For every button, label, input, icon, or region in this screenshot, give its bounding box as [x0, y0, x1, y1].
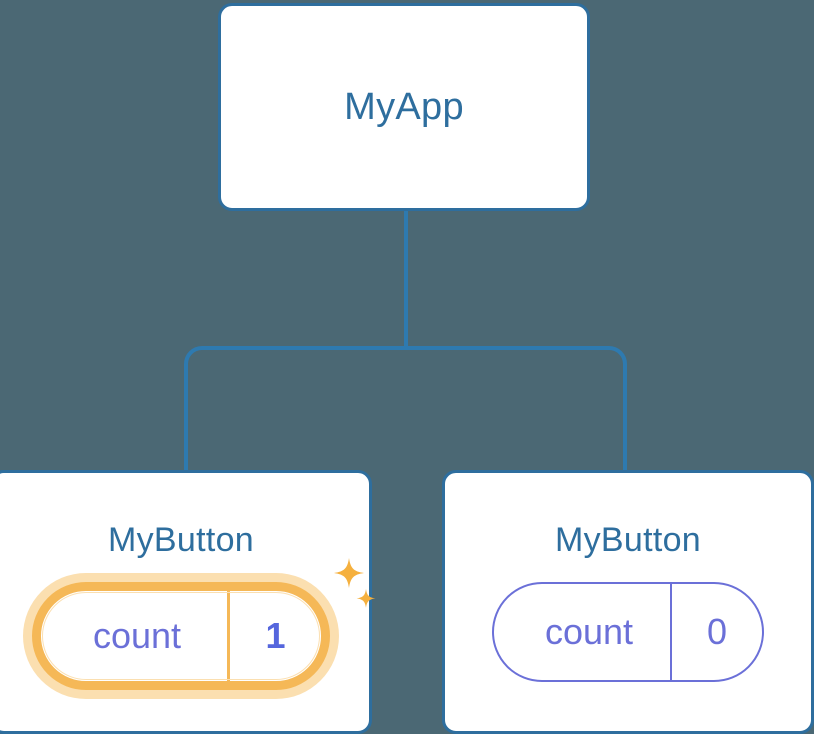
sparkle-group — [334, 558, 376, 608]
state-pill-left-value: 1 — [227, 591, 321, 681]
node-myapp-title: MyApp — [344, 85, 464, 128]
state-pill-left-body[interactable]: count 1 — [32, 582, 330, 690]
state-pill-right-key: count — [544, 611, 634, 652]
connector-branch-right — [406, 346, 627, 472]
connector-branch-left — [184, 346, 406, 472]
state-pill-left[interactable]: count 1 — [32, 558, 376, 690]
node-mybutton-right[interactable]: MyButton count 0 — [442, 470, 814, 734]
node-mybutton-left-title: MyButton — [107, 521, 255, 559]
sparkle-icon — [334, 558, 364, 588]
node-mybutton-left[interactable]: MyButton count 1 — [0, 470, 376, 734]
state-pill-right-body[interactable]: count 0 — [492, 582, 764, 682]
sparkle-small-icon — [356, 589, 376, 608]
node-myapp[interactable]: MyApp — [218, 3, 590, 211]
state-pill-left-key: count — [92, 615, 182, 656]
node-mybutton-right-title: MyButton — [554, 521, 702, 559]
state-pill-right-value: 0 — [670, 584, 762, 680]
state-pill-right[interactable]: count 0 — [492, 582, 764, 682]
